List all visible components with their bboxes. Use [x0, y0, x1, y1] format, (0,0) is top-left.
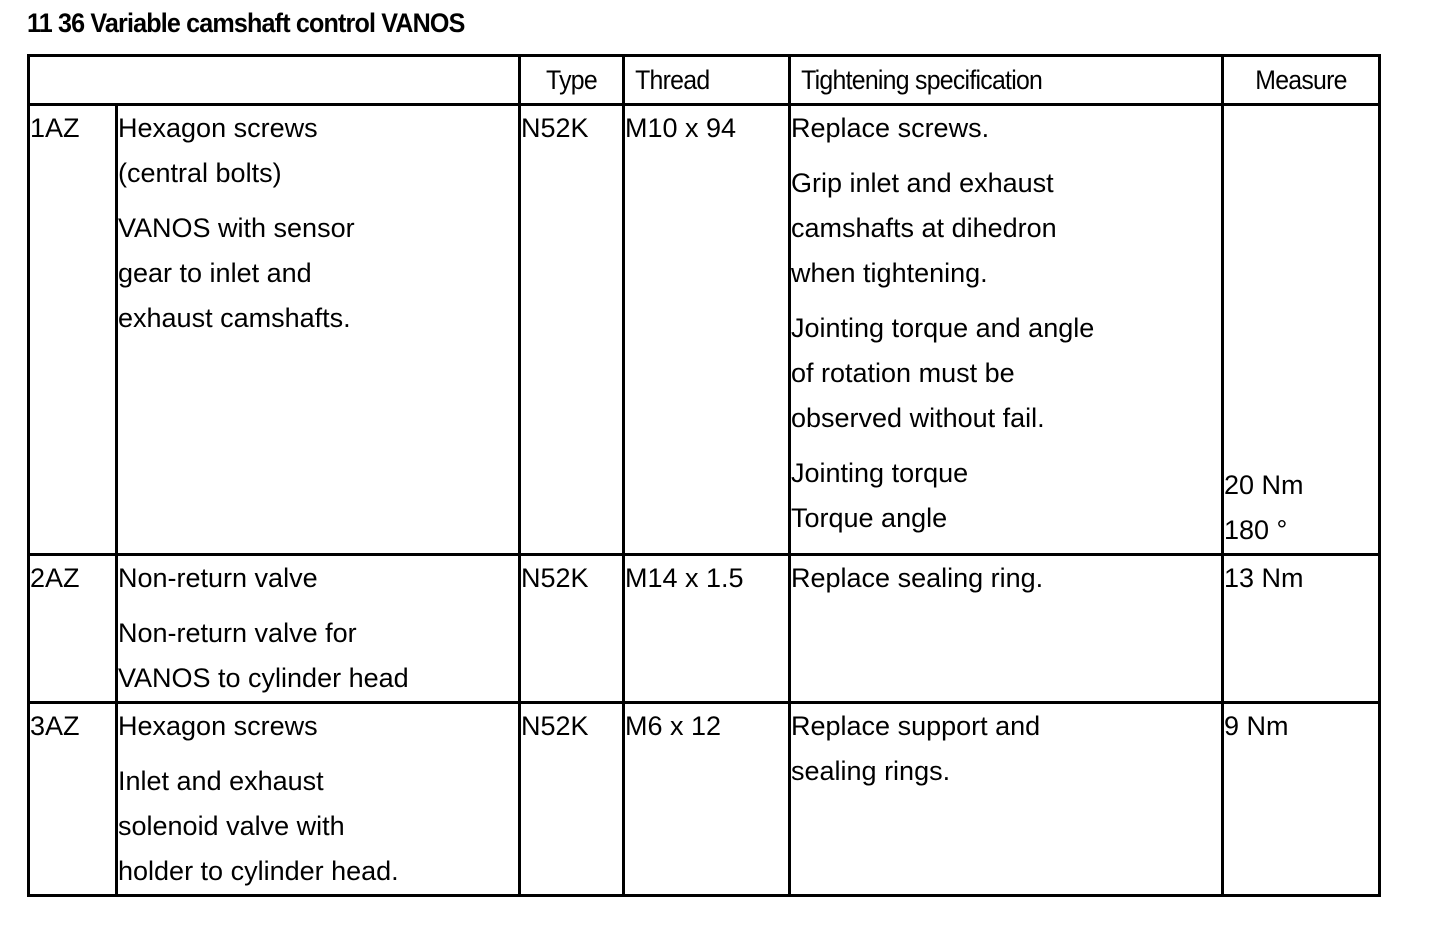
cell-tightening-specification: Replace support and sealing rings.	[788, 701, 1224, 897]
measure-values: 13 Nm	[1224, 563, 1304, 593]
cell-type: N52K	[518, 103, 625, 556]
cell-measure: 20 Nm 180 °	[1221, 103, 1381, 556]
table-row: 2AZ Non-return valve Non-return valve fo…	[27, 553, 1381, 704]
page-title: 11 36 Variable camshaft control VANOS	[27, 8, 465, 38]
description-paragraph: VANOS with sensor gear to inlet and exha…	[118, 213, 355, 333]
cell-position: 3AZ	[27, 701, 118, 897]
table-body: 1AZ Hexagon screws (central bolts) VANOS…	[27, 103, 1381, 897]
cell-type: N52K	[518, 553, 625, 704]
description-paragraph: Hexagon screws	[118, 711, 318, 741]
table-row: 3AZ Hexagon screws Inlet and exhaust sol…	[27, 701, 1381, 897]
spec-paragraph: Replace screws.	[791, 113, 990, 143]
column-header-description	[27, 54, 521, 106]
cell-description: Non-return valve Non-return valve for VA…	[115, 553, 521, 704]
column-header-type: Type	[518, 54, 625, 106]
cell-measure: 9 Nm	[1221, 701, 1381, 897]
cell-position: 1AZ	[27, 103, 118, 556]
measure-spacer	[1224, 106, 1378, 463]
tightening-specification-table: Type Thread Tightening specification Mea…	[27, 54, 1381, 897]
cell-description: Hexagon screws (central bolts) VANOS wit…	[115, 103, 521, 556]
cell-type: N52K	[518, 701, 625, 897]
measure-values: 9 Nm	[1224, 711, 1289, 741]
measure-values: 20 Nm 180 °	[1224, 470, 1304, 545]
spec-value-label: Jointing torque Torque angle	[791, 458, 969, 533]
cell-tightening-specification: Replace sealing ring.	[788, 553, 1224, 704]
description-paragraph: Hexagon screws (central bolts)	[118, 113, 318, 188]
cell-tightening-specification: Replace screws. Grip inlet and exhaust c…	[788, 103, 1224, 556]
description-paragraph: Non-return valve	[118, 563, 318, 593]
description-paragraph: Non-return valve for VANOS to cylinder h…	[118, 618, 409, 693]
spec-paragraph: Replace support and sealing rings.	[791, 711, 1041, 786]
cell-thread: M14 x 1.5	[622, 553, 791, 704]
cell-position: 2AZ	[27, 553, 118, 704]
column-header-thread: Thread	[622, 54, 791, 106]
table-header-row: Type Thread Tightening specification Mea…	[27, 54, 1381, 106]
cell-thread: M6 x 12	[622, 701, 791, 897]
spec-paragraph: Replace sealing ring.	[791, 563, 1044, 593]
column-header-measure: Measure	[1221, 54, 1381, 106]
cell-description: Hexagon screws Inlet and exhaust solenoi…	[115, 701, 521, 897]
cell-thread: M10 x 94	[622, 103, 791, 556]
table-row: 1AZ Hexagon screws (central bolts) VANOS…	[27, 103, 1381, 556]
spec-paragraph: Grip inlet and exhaust camshafts at dihe…	[791, 168, 1057, 288]
column-header-tightening-specification: Tightening specification	[788, 54, 1224, 106]
spec-paragraph: Jointing torque and angle of rotation mu…	[791, 313, 1095, 433]
cell-measure: 13 Nm	[1221, 553, 1381, 704]
table-header: Type Thread Tightening specification Mea…	[27, 54, 1381, 106]
description-paragraph: Inlet and exhaust solenoid valve with ho…	[118, 766, 399, 886]
